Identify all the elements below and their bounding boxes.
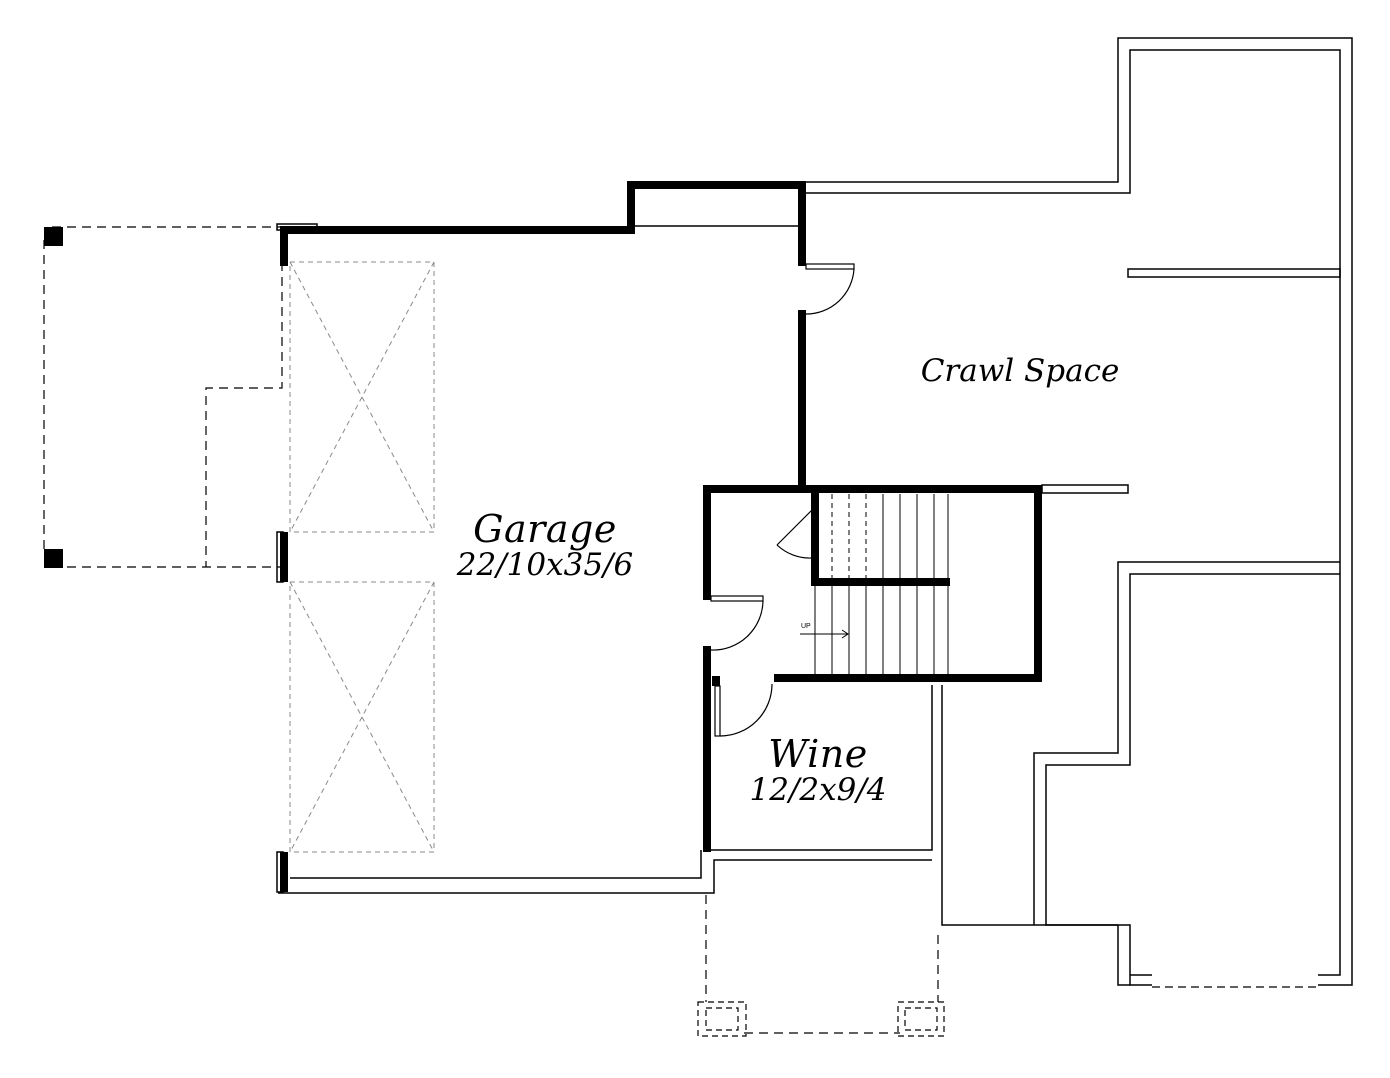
porch-outline bbox=[705, 895, 939, 1034]
garage-top-wall bbox=[280, 181, 806, 266]
doors bbox=[710, 263, 855, 737]
garage-label: Garage 22/10x35/6 bbox=[455, 510, 635, 581]
crawl-space-walls bbox=[806, 37, 1353, 986]
door-stair-landing bbox=[776, 509, 813, 559]
garage-dimensions: 22/10x35/6 bbox=[456, 547, 634, 583]
carport-outline bbox=[43, 226, 283, 568]
post bbox=[44, 227, 63, 246]
post bbox=[44, 549, 63, 568]
garage-thin-walls bbox=[276, 223, 1118, 926]
door-garage-stair bbox=[710, 595, 764, 651]
door-garage-crawl bbox=[805, 263, 855, 315]
wine-label: Wine 12/2x9/4 bbox=[738, 735, 898, 806]
door-wine bbox=[714, 683, 773, 737]
garage-name: Garage bbox=[473, 507, 617, 551]
overhead-doors bbox=[289, 261, 435, 853]
porch-posts bbox=[697, 1001, 945, 1037]
wine-name: Wine bbox=[768, 732, 868, 776]
crawl-space-label: Crawl Space bbox=[920, 353, 1120, 389]
stair-walls bbox=[703, 485, 1042, 852]
garage-walls bbox=[280, 181, 806, 892]
wine-dimensions: 12/2x9/4 bbox=[749, 772, 887, 808]
stairs bbox=[800, 494, 949, 674]
stair-up-label: UP bbox=[801, 623, 811, 630]
